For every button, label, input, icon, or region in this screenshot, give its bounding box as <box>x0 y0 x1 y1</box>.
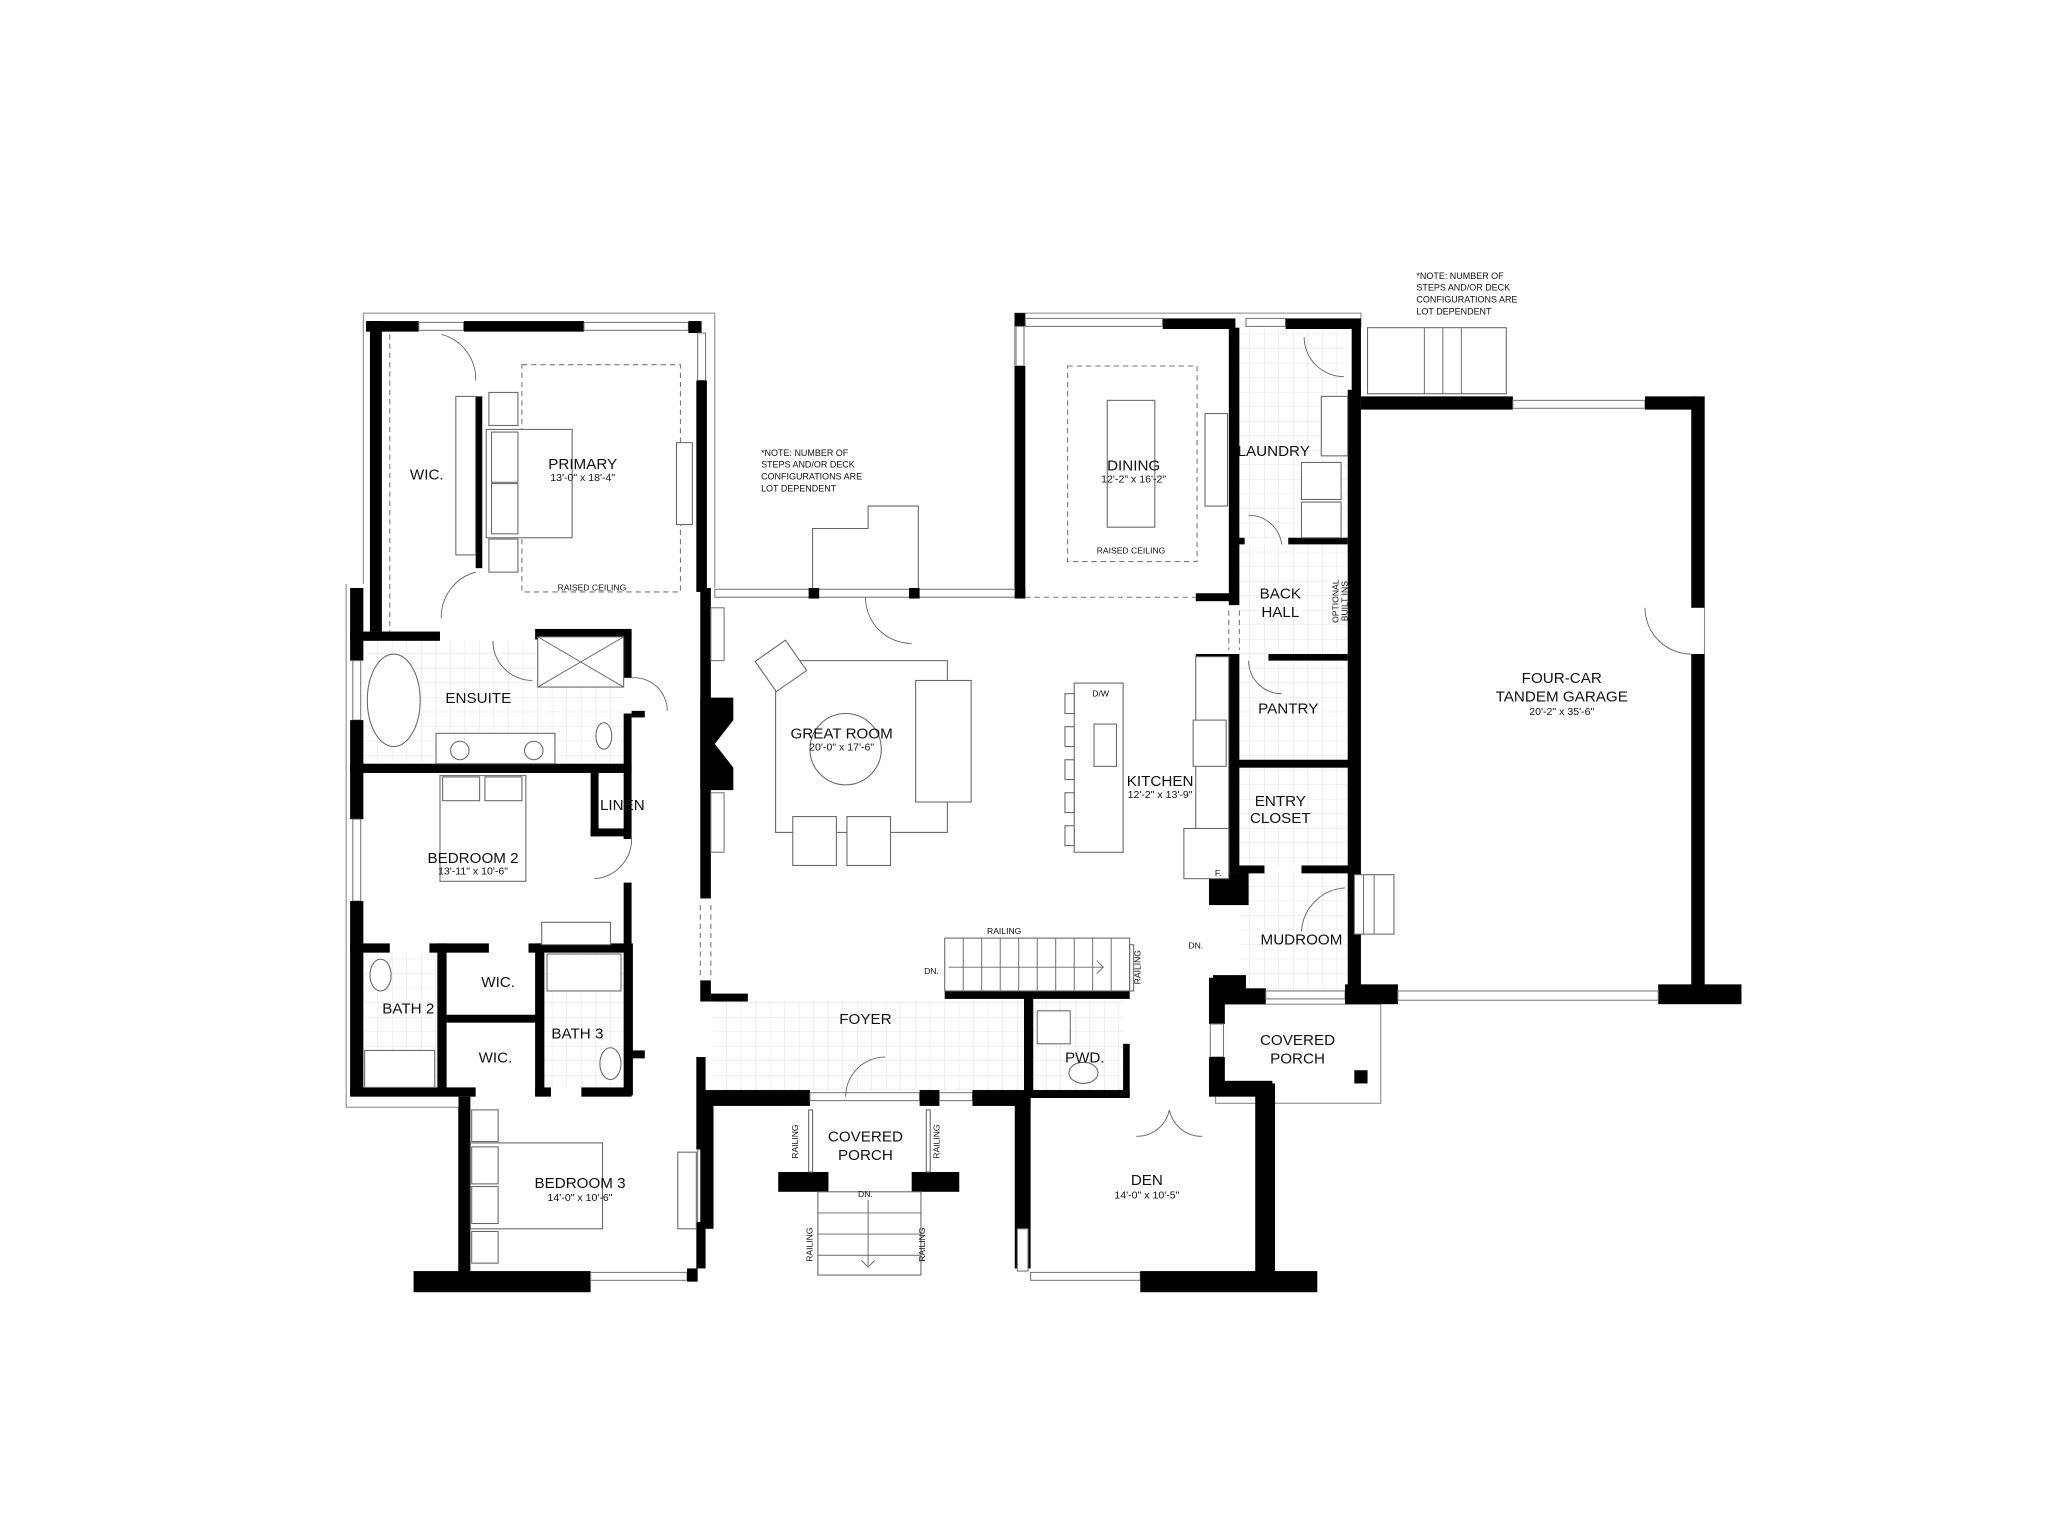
railing-label: RAILING <box>1132 950 1142 985</box>
front-porch-label: PORCH <box>838 1147 893 1164</box>
garage-label: TANDEM GARAGE <box>1496 689 1628 706</box>
railing-label: RAILING <box>931 1124 941 1159</box>
den-dims: 14'-0" x 10'-5" <box>1114 1189 1179 1201</box>
note-line: CONFIGURATIONS ARE <box>761 472 862 482</box>
garage-deck-note: *NOTE: NUMBER OF STEPS AND/OR DECK CONFI… <box>1416 271 1517 317</box>
deck-note: *NOTE: NUMBER OF STEPS AND/OR DECK CONFI… <box>761 448 862 494</box>
railing-label: RAILING <box>917 1227 927 1262</box>
primary-dims: 13'-0" x 18'-4" <box>550 472 615 484</box>
bedroom3-label: BEDROOM 3 <box>534 1175 625 1192</box>
back-hall-label: HALL <box>1261 604 1299 621</box>
primary-wic-label: WIC. <box>410 467 444 484</box>
entry-closet-label: ENTRY <box>1255 793 1306 810</box>
note-line: LOT DEPENDENT <box>761 484 837 494</box>
bedroom2-dims: 13'-11" x 10'-6" <box>438 866 508 878</box>
front-porch-label: COVERED <box>828 1129 903 1146</box>
mudroom-label: MUDROOM <box>1261 932 1343 949</box>
foyer-label: FOYER <box>839 1011 891 1028</box>
dining-label: DINING <box>1107 457 1160 474</box>
pantry-label: PANTRY <box>1258 700 1318 717</box>
walls <box>350 313 1742 1293</box>
fridge-label: F. <box>1215 868 1222 878</box>
primary-label: PRIMARY <box>548 456 617 473</box>
note-line: *NOTE: NUMBER OF <box>761 448 849 458</box>
back-hall-label: BACK <box>1260 586 1301 603</box>
bath3-label: BATH 3 <box>551 1026 603 1043</box>
railing-label: RAILING <box>790 1124 800 1159</box>
railing-label: RAILING <box>987 926 1022 936</box>
linen-label: LINEN <box>600 797 645 814</box>
side-porch-label: PORCH <box>1270 1051 1325 1068</box>
note-line: STEPS AND/OR DECK <box>1416 283 1510 293</box>
wic3-label: WIC. <box>479 1049 513 1066</box>
bedroom2-label: BEDROOM 2 <box>427 850 518 867</box>
dishwasher-label: D/W <box>1092 688 1110 698</box>
note-line: CONFIGURATIONS ARE <box>1416 295 1517 305</box>
wic2-label: WIC. <box>481 974 515 991</box>
powder-label: PWD. <box>1065 1049 1105 1066</box>
entry-closet-label: CLOSET <box>1250 810 1311 827</box>
dining-ceiling: RAISED CEILING <box>1097 546 1166 556</box>
note-line: LOT DEPENDENT <box>1416 306 1492 316</box>
built-ins-label: OPTIONAL <box>1330 579 1340 623</box>
kitchen-label: KITCHEN <box>1127 773 1194 790</box>
bath2-label: BATH 2 <box>382 1000 434 1017</box>
annotations: RAILING RAILING RAILING RAILING RAILING … <box>790 926 1203 1262</box>
garage-dims: 20'-2" x 35'-6" <box>1529 706 1594 718</box>
down-label: DN. <box>858 1189 873 1199</box>
side-porch-label: COVERED <box>1260 1032 1335 1049</box>
laundry-label: LAUNDRY <box>1238 443 1310 460</box>
room-labels: WIC. PRIMARY 13'-0" x 18'-4" RAISED CEIL… <box>382 443 1628 1204</box>
dining-dims: 12'-2" x 16'-2" <box>1101 473 1166 485</box>
ensuite-label: ENSUITE <box>445 690 511 707</box>
primary-ceiling: RAISED CEILING <box>558 583 627 593</box>
kitchen-dims: 12'-2" x 13'-9" <box>1128 789 1193 801</box>
great-room-dims: 20'-0" x 17'-6" <box>809 741 874 753</box>
bedroom3-dims: 14'-0" x 10'-6" <box>548 1192 613 1204</box>
down-label: DN. <box>924 966 939 976</box>
note-line: STEPS AND/OR DECK <box>761 460 855 470</box>
great-room-label: GREAT ROOM <box>790 726 892 743</box>
built-ins-label: BUILT INS <box>1340 581 1350 621</box>
down-label: DN. <box>1188 941 1203 951</box>
den-label: DEN <box>1131 1172 1163 1189</box>
railing-label: RAILING <box>805 1227 815 1262</box>
note-line: *NOTE: NUMBER OF <box>1416 271 1504 281</box>
garage-label: FOUR-CAR <box>1522 670 1602 687</box>
fixtures <box>364 327 1692 1276</box>
